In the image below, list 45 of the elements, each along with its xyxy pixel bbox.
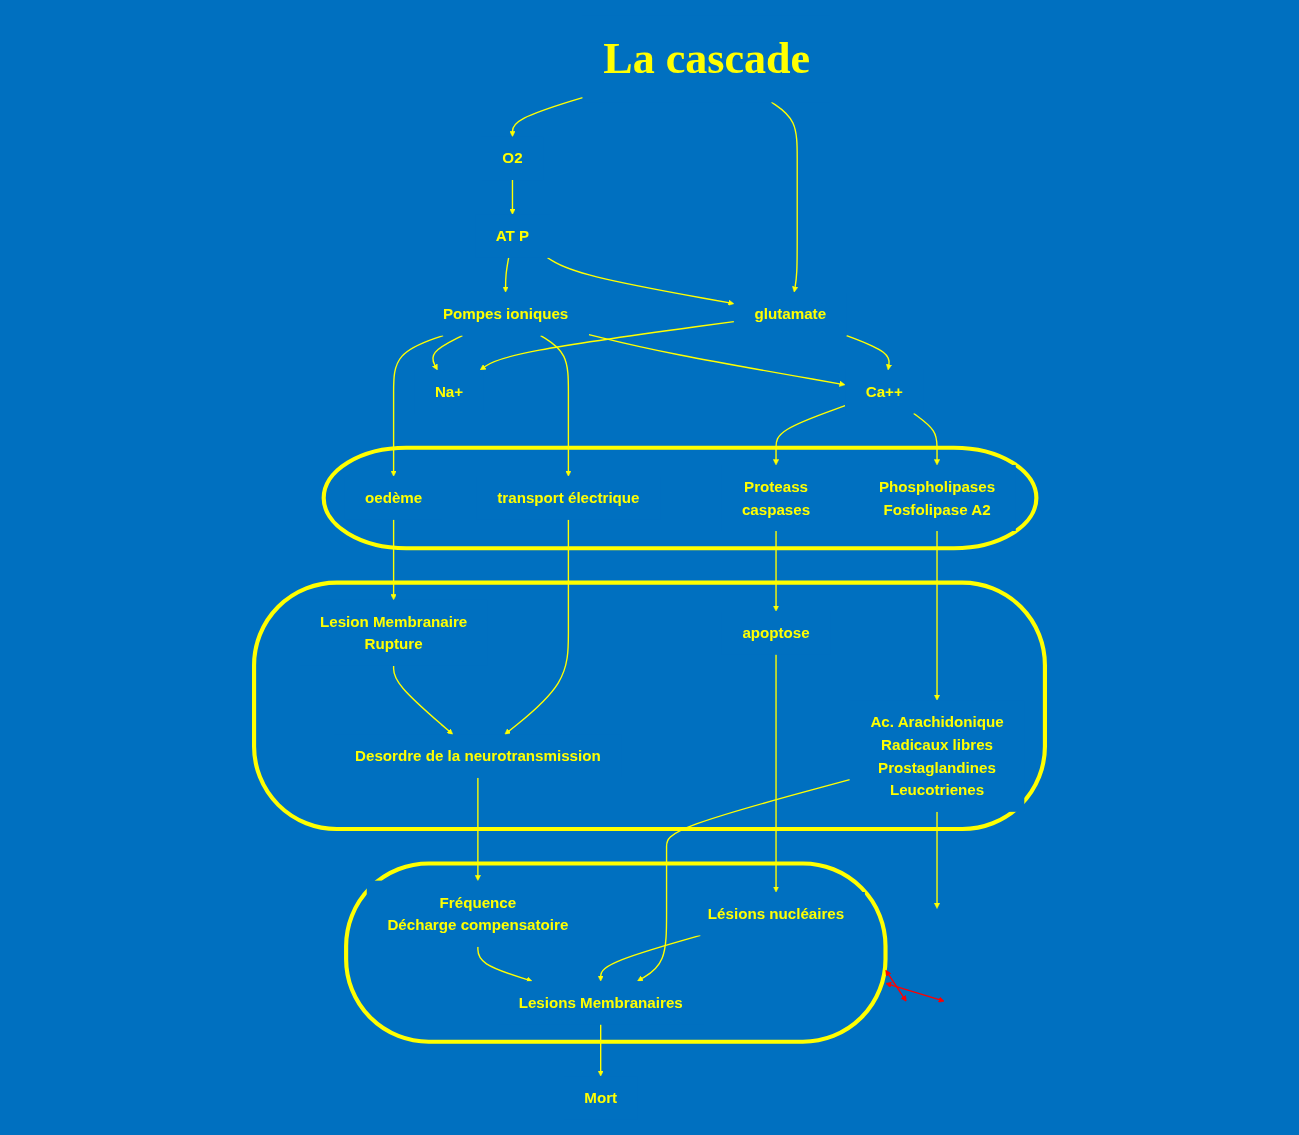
arrow [845,334,892,371]
cluster [252,580,1047,832]
arrow [912,412,941,466]
arrow [477,946,533,983]
arrow [432,334,464,371]
node-text: Na+ [434,383,464,401]
node-text: Lesions Membranaires [518,994,683,1012]
arrow [934,811,941,909]
node-text: apoptose [742,624,810,642]
node-text: La cascade [603,34,811,83]
arrow [479,320,735,371]
arrow [637,778,851,982]
node-text: O2 [502,149,523,167]
arrow [770,101,799,293]
node-text: Proteass caspases [741,478,811,518]
node-text: Pompes ioniques [442,305,569,323]
arrow [588,333,846,387]
node-text: Ca++ [865,383,903,401]
arrow [390,518,397,601]
arrow [504,518,570,735]
arrow [392,665,454,735]
arrow [474,777,481,881]
node-text: Phospholipases Fosfolipase A2 [878,478,996,518]
node-text: Lésions nucléaires [707,905,845,923]
arrow [597,934,702,982]
node-text: Lesion Membranaire Rupture [319,612,468,653]
node-text: transport électrique [497,489,640,507]
arrow [773,653,780,893]
arrow [502,257,510,293]
arrow [885,969,907,1002]
node-text: oedème [364,489,423,507]
arrow [773,530,780,612]
node-text: glutamate [754,305,827,323]
node-text: Desordre de la neurotransmission [355,747,601,765]
arrow [539,334,572,477]
arrow [509,96,584,137]
arrow [934,530,941,701]
node-text: AT P [495,227,530,245]
arrow [885,982,945,1003]
arrow [509,179,516,215]
arrow [597,1023,604,1077]
arrow [546,257,735,306]
arrow [390,334,444,477]
node-text: Mort [584,1089,618,1107]
arrow [773,405,846,466]
